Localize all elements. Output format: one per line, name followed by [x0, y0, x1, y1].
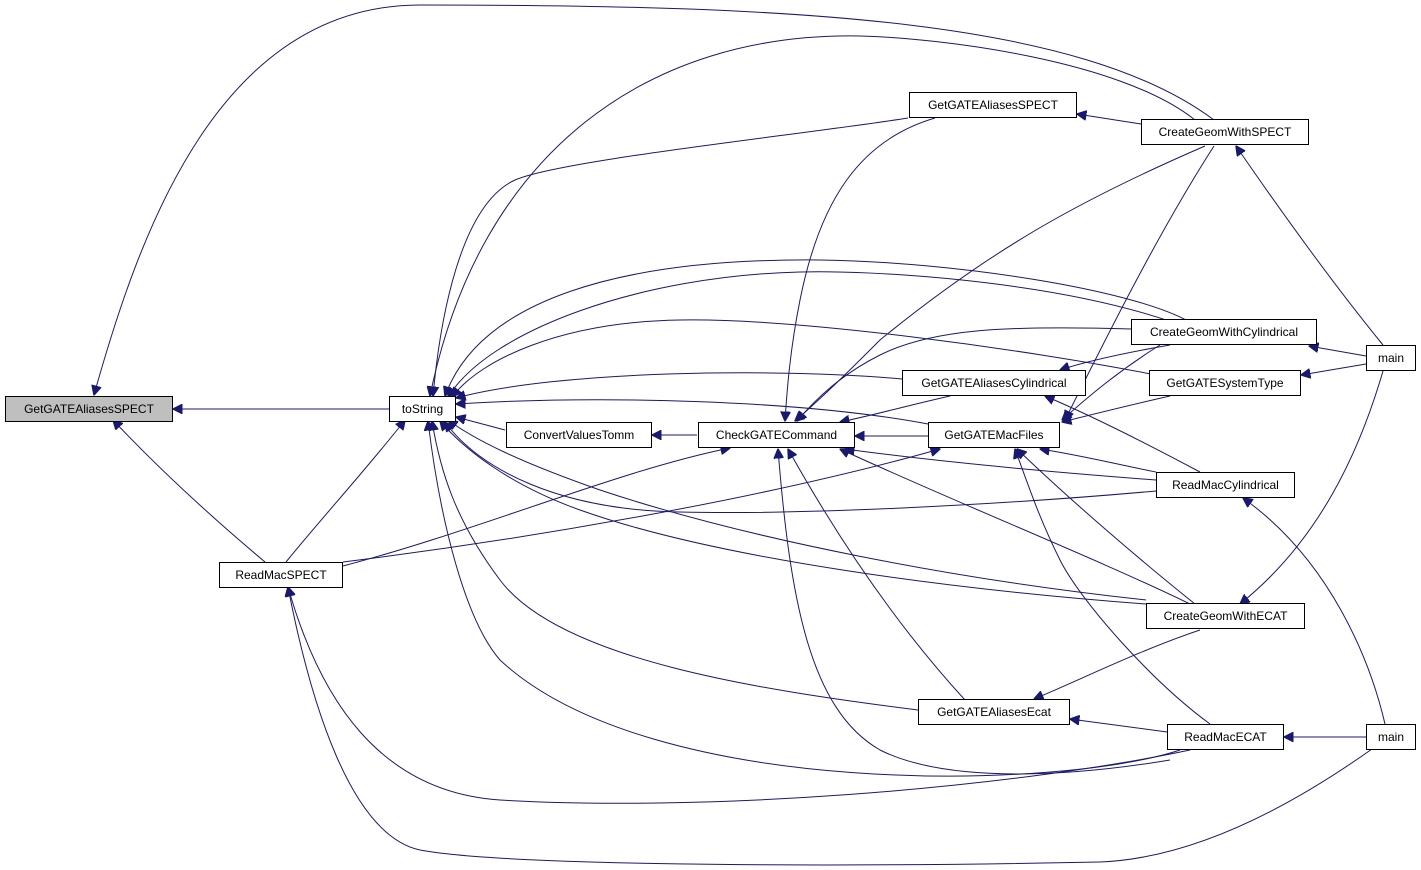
node-main-bottom-box — [1366, 724, 1416, 750]
edge-creategeomspect-to-checkgate — [795, 145, 1206, 421]
edge-readmacspect-to-root — [113, 420, 266, 563]
edge-readmaccyl-to-getmacfiles — [1040, 449, 1157, 473]
node-readmaccylindrical-label: ReadMacCylindrical — [1172, 478, 1279, 492]
node-getgatealiasesspect-box — [909, 92, 1077, 118]
edge-getaliasescyl-to-checkgate — [840, 395, 951, 422]
node-readmacecat-box — [1167, 724, 1284, 750]
node-getgatealiasesspect-root-box — [5, 396, 173, 422]
edge-creategeomspect-to-tostring — [430, 35, 1196, 396]
edge-creategeomspect-to-getaliasesspect2 — [1077, 114, 1142, 125]
edge-readmacspect-to-checkgate — [342, 448, 730, 567]
node-getgatealiasescylindrical-label: GetGATEAliasesCylindrical — [921, 376, 1066, 390]
edge-getaliasesspect2-to-checkgate — [785, 117, 936, 421]
edge-getsystemtype-to-tostring — [452, 319, 1157, 397]
edge-main1-to-creategeomspect — [1236, 146, 1384, 346]
node-creategeomwithspect[interactable]: CreateGeomWithSPECT — [1141, 119, 1309, 145]
node-creategeomwithspect-label: CreateGeomWithSPECT — [1159, 125, 1292, 139]
node-getgatealiasesspect-label: GetGATEAliasesSPECT — [928, 98, 1058, 112]
edge-getmacfiles-to-tostring — [456, 400, 929, 425]
edge-layer — [94, 4, 1386, 866]
edge-creategeomecat-to-getaliasesecat — [1034, 629, 1201, 699]
node-creategeomwithspect-box — [1141, 119, 1309, 145]
node-creategeomwithecat[interactable]: CreateGeomWithECAT — [1146, 603, 1305, 629]
node-getgatemacfiles[interactable]: GetGATEMacFiles — [928, 422, 1060, 448]
node-convertvaluestomm-label: ConvertValuesTomm — [524, 428, 634, 442]
edge-main1-to-creategeomecat — [1240, 370, 1384, 604]
edge-getaliasesspect2-to-tostring — [433, 117, 909, 396]
edge-creategeomecat-to-tostring — [448, 420, 1147, 601]
node-checkgatecommand-label: CheckGATECommand — [716, 428, 837, 442]
edge-readmaccyl-to-tostring — [445, 422, 1157, 514]
edge-readmacspect-to-getmacfiles — [342, 449, 940, 563]
node-tostring-box — [389, 396, 456, 422]
node-getgatealiasesecat[interactable]: GetGATEAliasesEcat — [918, 699, 1070, 725]
edge-getaliasesecat-to-checkgate — [788, 449, 966, 701]
node-getgatealiasesspect[interactable]: GetGATEAliasesSPECT — [909, 92, 1077, 118]
node-getgatesystemtype-box — [1149, 370, 1301, 396]
edge-getsystemtype-to-getmacfiles — [1062, 395, 1171, 422]
edge-readmacecat-to-getmacfiles — [1015, 449, 1211, 725]
node-readmacspect[interactable]: ReadMacSPECT — [219, 562, 343, 588]
node-creategeomwithcylindrical-box — [1131, 319, 1317, 345]
node-layer: GetGATEAliasesSPECT toString ReadMacSPEC… — [5, 92, 1416, 750]
node-getgatealiasesecat-label: GetGATEAliasesEcat — [937, 705, 1051, 719]
node-readmacspect-label: ReadMacSPECT — [235, 568, 327, 582]
edge-creategeomcyl-to-tostring-2 — [448, 271, 1173, 397]
edge-creategeomecat-to-checkgate — [840, 449, 1191, 605]
edge-creategeomspect-to-root — [94, 4, 1215, 395]
edge-readmacecat-to-readmacspect — [288, 587, 1191, 804]
node-creategeomwithecat-box — [1146, 603, 1305, 629]
node-readmacecat-label: ReadMacECAT — [1184, 730, 1267, 744]
edge-main2-to-readmacspect — [288, 587, 1373, 866]
edge-creategeomecat-to-tostring-2 — [440, 421, 1147, 605]
node-convertvaluestomm[interactable]: ConvertValuesTomm — [506, 422, 652, 448]
edge-readmaccyl-to-getaliasescyl — [1045, 396, 1201, 473]
node-tostring-label: toString — [402, 402, 443, 416]
edge-main2-to-readmaccyl — [1243, 498, 1386, 725]
edge-main1-to-creategeomcyl — [1309, 346, 1367, 357]
edge-creategeomcyl-to-tostring — [445, 259, 1187, 396]
edge-getaliasesecat-to-tostring — [432, 421, 919, 711]
node-checkgatecommand-box — [698, 422, 855, 448]
node-readmaccylindrical-box — [1156, 472, 1295, 498]
node-creategeomwithcylindrical[interactable]: CreateGeomWithCylindrical — [1131, 319, 1317, 345]
node-getgatealiasesspect-root[interactable]: GetGATEAliasesSPECT — [5, 396, 173, 422]
node-creategeomwithcylindrical-label: CreateGeomWithCylindrical — [1150, 325, 1298, 339]
edge-readmacspect-to-tostring — [285, 420, 405, 563]
node-readmacspect-box — [219, 562, 343, 588]
node-getgatealiasescylindrical[interactable]: GetGATEAliasesCylindrical — [902, 370, 1086, 396]
node-getgatemacfiles-label: GetGATEMacFiles — [944, 428, 1043, 442]
edge-readmacecat-to-checkgate — [778, 449, 1171, 775]
edge-creategeomcyl-to-getaliasescyl — [1060, 344, 1171, 370]
node-creategeomwithecat-label: CreateGeomWithECAT — [1164, 609, 1288, 623]
edge-readmaccyl-to-checkgate — [845, 449, 1157, 481]
node-convertvaluestomm-box — [506, 422, 652, 448]
node-getgatealiasescylindrical-box — [902, 370, 1086, 396]
node-readmacecat[interactable]: ReadMacECAT — [1167, 724, 1284, 750]
edge-getaliasescyl-to-tostring — [456, 372, 903, 398]
node-checkgatecommand[interactable]: CheckGATECommand — [698, 422, 855, 448]
node-getgatealiasesecat-box — [918, 699, 1070, 725]
node-main-top[interactable]: main — [1366, 345, 1416, 371]
edge-main1-to-getsystemtype — [1301, 363, 1367, 375]
node-getgatesystemtype[interactable]: GetGATESystemType — [1149, 370, 1301, 396]
node-main-bottom-label: main — [1378, 730, 1404, 744]
edge-readmacecat-to-getaliasesecat — [1070, 719, 1168, 733]
edge-creategeomcyl-to-checkgate — [797, 327, 1132, 421]
node-main-top-box — [1366, 345, 1416, 371]
node-main-top-label: main — [1378, 351, 1404, 365]
edge-creategeomcyl-to-getmacfiles — [1062, 344, 1161, 420]
node-getgatemacfiles-box — [928, 422, 1060, 448]
edge-creategeomecat-to-getmacfiles — [1017, 449, 1196, 605]
node-main-bottom[interactable]: main — [1366, 724, 1416, 750]
edge-convert-to-tostring — [456, 417, 506, 431]
node-readmaccylindrical[interactable]: ReadMacCylindrical — [1156, 472, 1295, 498]
edge-readmacecat-to-tostring — [428, 421, 1181, 777]
node-tostring[interactable]: toString — [389, 396, 456, 422]
node-getgatealiasesspect-root-label: GetGATEAliasesSPECT — [24, 402, 154, 416]
node-getgatesystemtype-label: GetGATESystemType — [1166, 376, 1283, 390]
